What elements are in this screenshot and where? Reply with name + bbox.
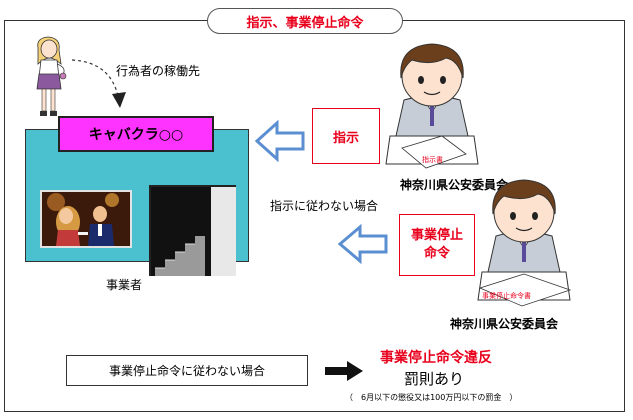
order-box: 指示 [312,108,380,164]
penalty-label: 罰則あり [404,370,465,388]
committee-figure-top: 指示書 [385,43,479,169]
stop-order-arrow [338,224,388,264]
violation-label: 事業停止命令違反 [380,350,492,366]
store-window [40,190,132,248]
owner-label: 事業者 [106,278,143,292]
order-arrow [255,120,305,162]
store-sign: キャバクラ○○ [58,116,214,152]
stop-condition-box: 事業停止命令に従わない場合 [66,355,308,386]
store-building: キャバクラ○○ [25,116,249,276]
committee-label-top: 神奈川県公安委員会 [400,178,509,192]
stop-order-line1: 事業停止 [410,228,463,243]
stop-order-box: 事業停止 命令 [399,214,475,276]
dashed-arrow [71,59,126,108]
doc-label-bottom: 事業停止命令書 [482,291,531,300]
page-title: 指示、事業停止命令 [207,8,403,34]
doc-label-top: 指示書 [422,155,443,164]
order-condition-label: 指示に従わない場合 [270,199,379,213]
penalty-note: （ 6月以下の懲役又は100万円以下の罰金 ） [345,393,518,402]
worker-location-label: 行為者の稼働先 [116,64,201,78]
committee-figure-bottom: 事業停止命令書 [477,179,572,307]
worker-figure [36,36,67,116]
committee-label-bottom: 神奈川県公安委員会 [450,317,559,331]
stop-order-line2: 命令 [423,246,450,261]
store-entrance [149,185,236,276]
result-arrow [325,361,363,381]
